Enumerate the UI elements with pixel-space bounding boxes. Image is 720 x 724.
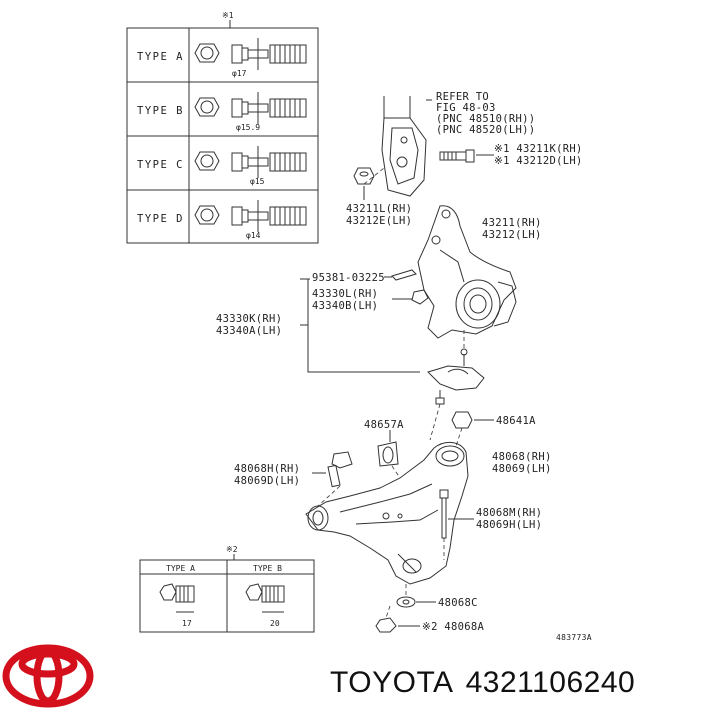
bolt-48068h	[327, 451, 353, 488]
nut-top-rh: 43211L(RH)	[346, 203, 412, 215]
hub-bolt-type-d	[194, 200, 307, 232]
table2-type-a: TYPE A	[166, 564, 195, 573]
table2-type-b: TYPE B	[253, 564, 282, 573]
nut-type-a	[159, 583, 195, 613]
strut-bracket	[381, 96, 427, 197]
ball-joint-nut	[411, 289, 429, 305]
brand-name: TOYOTA	[330, 666, 454, 699]
table1-dim-d: φ14	[246, 231, 261, 240]
bushing-48657a	[377, 441, 399, 467]
table1-note: ※1	[222, 11, 234, 20]
refer-line-4: (PNC 48520(LH))	[436, 124, 535, 136]
nut-48068a	[375, 617, 397, 633]
arm-lh: 48069(LH)	[492, 463, 552, 475]
table1-type-a: TYPE A	[137, 51, 184, 63]
knuckle-lh: 43212(LH)	[482, 229, 542, 241]
washer-label: 48068C	[438, 597, 478, 609]
bolt-left-lh: 48069D(LH)	[234, 475, 300, 487]
table1-dim-c: φ15	[250, 177, 265, 186]
table2-dim-b: 20	[270, 619, 280, 628]
hub-bolt-type-a	[194, 38, 307, 70]
hub-bolt-type-c	[194, 146, 307, 178]
table1-dim-a: φ17	[232, 69, 247, 78]
bushing-label: 48657A	[364, 419, 404, 431]
brand-part-number: TOYOTA 4321106240	[330, 666, 647, 700]
table1-dim-b: φ15.9	[236, 123, 260, 132]
part-number: 4321106240	[465, 666, 636, 699]
refer-line-2: FIG 48-03	[436, 102, 496, 114]
refer-line-1: REFER TO	[436, 91, 489, 103]
nut-type-b	[245, 583, 285, 613]
bolt-right-rh: 48068M(RH)	[476, 507, 542, 519]
table1-type-b: TYPE B	[137, 105, 184, 117]
nut-bottom-label: ※2 48068A	[422, 621, 484, 633]
nut-top-lh: 43212E(LH)	[346, 215, 412, 227]
cotter-pin-label: 95381-03225	[312, 272, 385, 284]
ball-joint	[427, 348, 485, 405]
lower-control-arm	[305, 442, 469, 585]
nut-48641-label: 48641A	[496, 415, 536, 427]
steering-knuckle	[417, 205, 517, 339]
bolt-43211k	[439, 149, 475, 163]
bolt-top-lh: ※1 43212D(LH)	[494, 155, 583, 167]
table1-type-d: TYPE D	[137, 213, 184, 225]
bolt-left-rh: 48068H(RH)	[234, 463, 300, 475]
nut-43211l	[353, 167, 375, 185]
table2-dim-a: 17	[182, 619, 192, 628]
bolt-48068m	[439, 489, 449, 539]
assembly-lines	[317, 167, 465, 619]
washer-48068c	[396, 596, 416, 608]
diagram-code: 483773A	[556, 633, 592, 642]
hub-bolt-type-b	[194, 92, 307, 124]
nut-48641a	[451, 411, 473, 429]
ball-joint-nut-rh: 43330L(RH)	[312, 288, 378, 300]
refer-line-3: (PNC 48510(RH))	[436, 113, 535, 125]
ball-joint-nut-lh: 43340B(LH)	[312, 300, 378, 312]
table2-note: ※2	[226, 545, 238, 554]
bolt-right-lh: 48069H(LH)	[476, 519, 542, 531]
toyota-logo	[2, 644, 94, 708]
ball-joint-lh: 43340A(LH)	[216, 325, 282, 337]
table1-type-c: TYPE C	[137, 159, 184, 171]
knuckle-rh: 43211(RH)	[482, 217, 542, 229]
cotter-pin	[391, 269, 417, 281]
callouts: REFER TO FIG 48-03 (PNC 48510(RH)) (PNC …	[216, 91, 592, 642]
arm-rh: 48068(RH)	[492, 451, 552, 463]
bolt-top-rh: ※1 43211K(RH)	[494, 143, 583, 155]
ball-joint-rh: 43330K(RH)	[216, 313, 282, 325]
